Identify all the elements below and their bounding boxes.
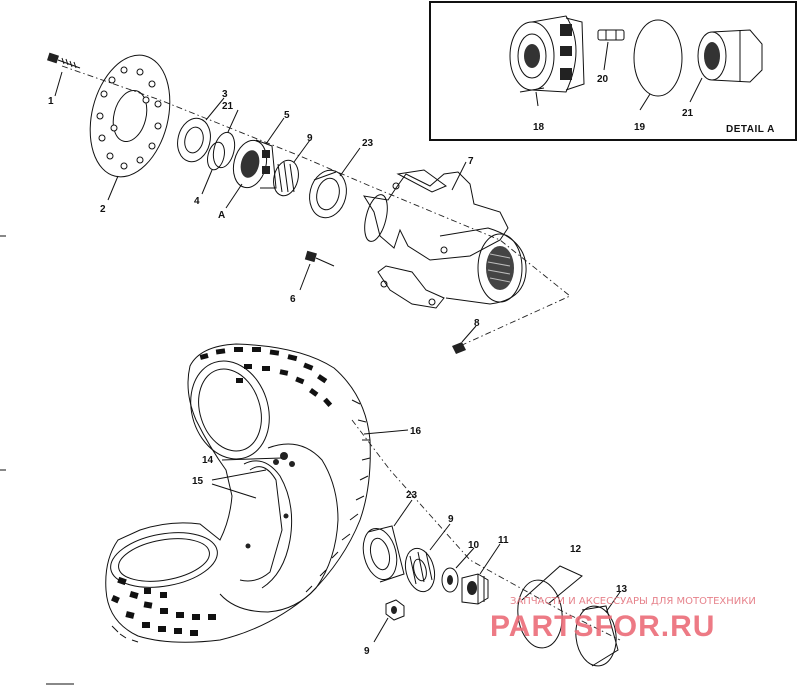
label-16: 15 bbox=[192, 476, 204, 487]
castle-nut-12 bbox=[461, 573, 489, 605]
label-3: 3 bbox=[222, 89, 228, 100]
label-21: 21 bbox=[682, 108, 694, 119]
label-15: 14 bbox=[202, 455, 214, 466]
tire-17 bbox=[105, 343, 371, 643]
label-9-lower: 9 bbox=[448, 514, 454, 525]
label-6: 6 bbox=[290, 294, 296, 305]
detail-lock-nut bbox=[697, 29, 763, 83]
seal-3 bbox=[177, 117, 211, 163]
detail-a-inset: 18 20 19 21 DETAIL A bbox=[429, 1, 797, 141]
bearing-9-upper bbox=[273, 159, 299, 197]
label-19: 19 bbox=[634, 122, 646, 133]
label-14: 13 bbox=[616, 584, 628, 595]
upper-axis-line bbox=[61, 65, 571, 347]
watermark-subtitle: ЗАПЧАСТИ И АКСЕССУАРЫ ДЛЯ МОТОТЕХНИКИ bbox=[510, 596, 756, 607]
spacer-22 bbox=[212, 131, 236, 169]
label-10: 10 bbox=[468, 540, 480, 551]
nut-11 bbox=[385, 599, 405, 621]
bearing-9-lower bbox=[404, 547, 436, 593]
lower-axis-line bbox=[351, 419, 621, 641]
label-20: 20 bbox=[597, 74, 609, 85]
pin-8 bbox=[452, 342, 466, 354]
detail-a-title: DETAIL A bbox=[726, 124, 775, 135]
brake-disc bbox=[89, 54, 171, 178]
label-23-lower: 23 bbox=[406, 490, 418, 501]
detail-pin bbox=[597, 29, 625, 41]
label-13: 12 bbox=[570, 544, 582, 555]
rim-16 bbox=[219, 443, 339, 613]
bearing-race-23-lower bbox=[362, 525, 405, 583]
label-4: 4 bbox=[194, 196, 200, 207]
dust-cap-14 bbox=[575, 605, 619, 667]
o-ring-13 bbox=[517, 579, 563, 649]
bearing-race-23-upper bbox=[309, 169, 347, 219]
bolt-6 bbox=[304, 250, 335, 267]
label-7: 7 bbox=[468, 156, 474, 167]
hub-housing-7 bbox=[362, 169, 527, 309]
drive-hub-5 bbox=[232, 139, 277, 189]
label-11: 9 bbox=[364, 646, 370, 657]
detail-a-frame bbox=[429, 1, 797, 141]
label-8: 8 bbox=[474, 318, 480, 329]
bolt-1 bbox=[47, 52, 81, 69]
label-A: A bbox=[218, 210, 225, 221]
washer-10 bbox=[441, 567, 459, 593]
label-1: 1 bbox=[48, 96, 54, 107]
label-22: 21 bbox=[222, 101, 234, 112]
watermark-brand: PARTSFOR.RU bbox=[490, 610, 715, 643]
label-12: 11 bbox=[498, 535, 509, 546]
label-18: 18 bbox=[533, 122, 545, 133]
detail-o-ring bbox=[633, 19, 683, 97]
ring-4 bbox=[207, 141, 225, 171]
label-2: 2 bbox=[100, 204, 106, 215]
label-9-upper: 9 bbox=[307, 133, 313, 144]
label-5: 5 bbox=[284, 110, 290, 121]
detail-hub-body bbox=[509, 15, 585, 93]
watermark: ЗАПЧАСТИ И АКСЕССУАРЫ ДЛЯ МОТОТЕХНИКИ PA… bbox=[490, 596, 756, 643]
label-17: 16 bbox=[410, 426, 422, 437]
label-23-upper: 23 bbox=[362, 138, 374, 149]
